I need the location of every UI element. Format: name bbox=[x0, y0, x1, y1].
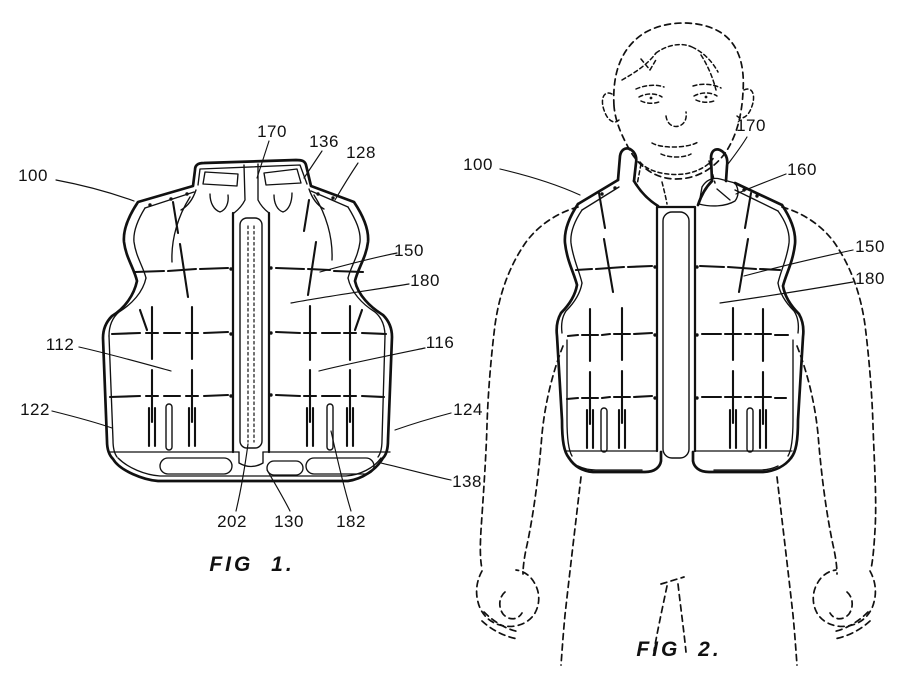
fig1-vest-inner-lines bbox=[108, 190, 386, 458]
fig2-quilting-left-panel bbox=[565, 191, 654, 453]
fig1-label-138: 138 bbox=[452, 472, 482, 491]
fig2-quilting-right-panel bbox=[698, 191, 790, 453]
fig1-label-112: 112 bbox=[45, 335, 75, 354]
fig1-stitch-dots bbox=[148, 192, 335, 398]
fig2-caption: FIG 2. bbox=[636, 638, 722, 661]
fig1-label-202: 202 bbox=[217, 512, 247, 531]
fig1-zipper bbox=[231, 211, 271, 454]
fig2-vest-inner-lines bbox=[560, 177, 800, 471]
fig2-stitch-dots bbox=[600, 186, 759, 400]
fig1-label-100: 100 bbox=[18, 166, 48, 185]
fig1-label-116: 116 bbox=[425, 333, 455, 352]
fig2-person-hands bbox=[475, 569, 877, 640]
fig1-collar bbox=[171, 163, 333, 263]
fig1-quilting-right-panel bbox=[274, 198, 388, 451]
fig2-label-170: 170 bbox=[736, 116, 766, 135]
fig1-hem-band bbox=[109, 451, 391, 477]
fig1-label-130: 130 bbox=[274, 512, 304, 531]
fig1-label-124: 124 bbox=[453, 400, 483, 419]
fig2-drawing bbox=[475, 22, 877, 666]
fig2-zipper bbox=[655, 205, 697, 459]
fig1-label-180: 180 bbox=[410, 271, 440, 290]
fig1-label-150: 150 bbox=[394, 241, 424, 260]
fig2-person-legs bbox=[560, 476, 798, 666]
fig1-leader-lines bbox=[51, 140, 452, 512]
fig1-vest-outline bbox=[101, 158, 394, 483]
fig1-label-122: 122 bbox=[20, 400, 50, 419]
fig1-label-182: 182 bbox=[336, 512, 366, 531]
fig1-drawing bbox=[51, 140, 452, 512]
fig2-person-head bbox=[601, 22, 755, 205]
fig2-label-100: 100 bbox=[463, 155, 493, 174]
fig1-label-170: 170 bbox=[257, 122, 287, 141]
fig2-label-180: 180 bbox=[855, 269, 885, 288]
fig1-label-128: 128 bbox=[346, 143, 376, 162]
fig2-vest-outline bbox=[555, 147, 805, 474]
fig1-caption: FIG 1. bbox=[209, 553, 295, 576]
fig2-person-arms bbox=[479, 206, 877, 575]
fig2-label-150: 150 bbox=[855, 237, 885, 256]
fig1-label-136: 136 bbox=[309, 132, 339, 151]
fig1-quilting-left-panel bbox=[108, 200, 230, 451]
fig2-leader-lines bbox=[499, 136, 854, 304]
fig2-label-160: 160 bbox=[787, 160, 817, 179]
